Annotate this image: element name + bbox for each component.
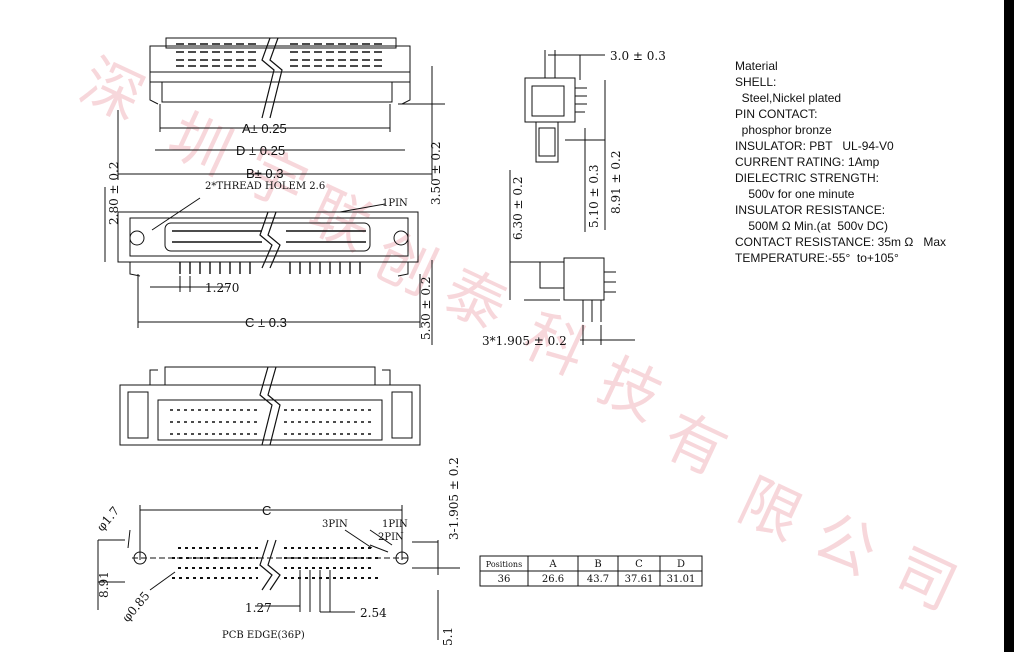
side-view-lower xyxy=(510,257,635,345)
side-dim-510: 5.10 ± 0.3 xyxy=(587,165,601,229)
positions-table xyxy=(479,555,703,587)
watermark-char: 深 xyxy=(70,46,154,135)
watermark-char: 有 xyxy=(653,401,737,490)
pcb-caption: PCB EDGE(36P) xyxy=(222,630,305,641)
pcb-dim-127: 1.27 xyxy=(245,601,272,615)
middle-dimensions xyxy=(104,187,433,345)
pcb-3pin: 3PIN xyxy=(322,519,348,530)
spec-line: 500v for one minute xyxy=(735,187,855,201)
spec-line: Steel,Nickel plated xyxy=(735,91,841,105)
pcb-dim-891: 8.91 xyxy=(97,571,111,598)
bottom-view xyxy=(119,366,421,446)
middle-contacts xyxy=(172,230,366,274)
table-header: Positions xyxy=(486,560,522,569)
table-header: D xyxy=(677,559,685,570)
spec-line: Material xyxy=(735,59,778,73)
middle-view xyxy=(117,211,419,277)
spec-line: INSULATOR: PBT UL-94-V0 xyxy=(735,139,894,153)
spec-line: SHELL: xyxy=(735,75,776,89)
table-cell: 36 xyxy=(498,574,511,585)
top-pin-grid xyxy=(176,43,382,67)
watermark-char: 圳 xyxy=(158,101,242,190)
watermark-char: 限 xyxy=(728,466,812,555)
table-cell: 37.61 xyxy=(625,574,654,585)
dim-d: D ± 0.25 xyxy=(236,143,285,158)
watermark-char: 司 xyxy=(883,536,967,625)
edge-bar xyxy=(1004,0,1014,652)
table-header: B xyxy=(594,559,601,570)
spec-line: CONTACT RESISTANCE: 35m Ω Max xyxy=(735,235,946,249)
dim-b: B± 0.3 xyxy=(246,166,284,181)
watermark-char: 公 xyxy=(803,501,887,590)
spec-line: TEMPERATURE:-55° to+105° xyxy=(735,251,899,265)
thread-hole-label: 2*THREAD HOLEM 2.6 xyxy=(205,181,325,192)
pcb-holes xyxy=(172,547,378,579)
dim-530: 5.30 ± 0.2 xyxy=(419,277,433,341)
pcb-1pin: 1PIN xyxy=(382,519,408,530)
pcb-dim-51: 5.1 xyxy=(441,627,455,646)
table-header: C xyxy=(635,559,643,570)
side-dim-3x1905: 3*1.905 ± 0.2 xyxy=(482,334,567,348)
table-cell: 43.7 xyxy=(587,574,609,585)
dim-350: 3.50 ± 0.2 xyxy=(429,142,443,206)
side-dim-30: 3.0 ± 0.3 xyxy=(610,49,666,63)
pcb-dim-254: 2.54 xyxy=(360,606,387,620)
side-dim-630: 6.30 ± 0.2 xyxy=(511,177,525,241)
top-dimensions xyxy=(117,66,445,180)
watermark-char: 技 xyxy=(588,346,672,435)
pcb-hole-085: φ0.85 xyxy=(119,589,152,625)
dim-a: A± 0.25 xyxy=(242,121,287,136)
table-cell: 31.01 xyxy=(667,574,696,585)
pcb-2pin: 2PIN xyxy=(378,532,404,543)
bottom-dots xyxy=(170,409,372,435)
table-text: Positions A B C D 36 26.6 43.7 37.61 31.… xyxy=(486,559,696,585)
table-header: A xyxy=(548,559,557,570)
spec-line: PIN CONTACT: xyxy=(735,107,817,121)
pcb-layout xyxy=(97,505,460,640)
pcb-dim-3-1905: 3-1.905 ± 0.2 xyxy=(447,457,461,540)
watermark-char: 泰 xyxy=(433,256,517,345)
dim-c: C ± 0.3 xyxy=(245,315,287,330)
spec-line: DIELECTRIC STRENGTH: xyxy=(735,171,879,185)
spec-line: phosphor bronze xyxy=(735,123,832,137)
dim-pitch-1270: 1.270 xyxy=(205,281,239,295)
dim-280: 2.80 ± 0.2 xyxy=(107,162,121,226)
watermark-char: 创 xyxy=(363,221,447,310)
pin1-label: 1PIN xyxy=(382,198,408,209)
spec-line: CURRENT RATING: 1Amp xyxy=(735,155,880,169)
table-cell: 26.6 xyxy=(542,574,564,585)
side-dim-891: 8.91 ± 0.2 xyxy=(609,151,623,215)
spec-line: INSULATOR RESISTANCE: xyxy=(735,203,885,217)
top-view xyxy=(149,37,411,119)
pcb-dim-c: C xyxy=(262,503,271,518)
spec-line: 500M Ω Min.(at 500v DC) xyxy=(735,219,888,233)
material-spec: Material SHELL: Steel,Nickel plated PIN … xyxy=(735,59,946,265)
side-view xyxy=(509,50,606,300)
pcb-hole-17: φ1.7 xyxy=(94,504,122,534)
